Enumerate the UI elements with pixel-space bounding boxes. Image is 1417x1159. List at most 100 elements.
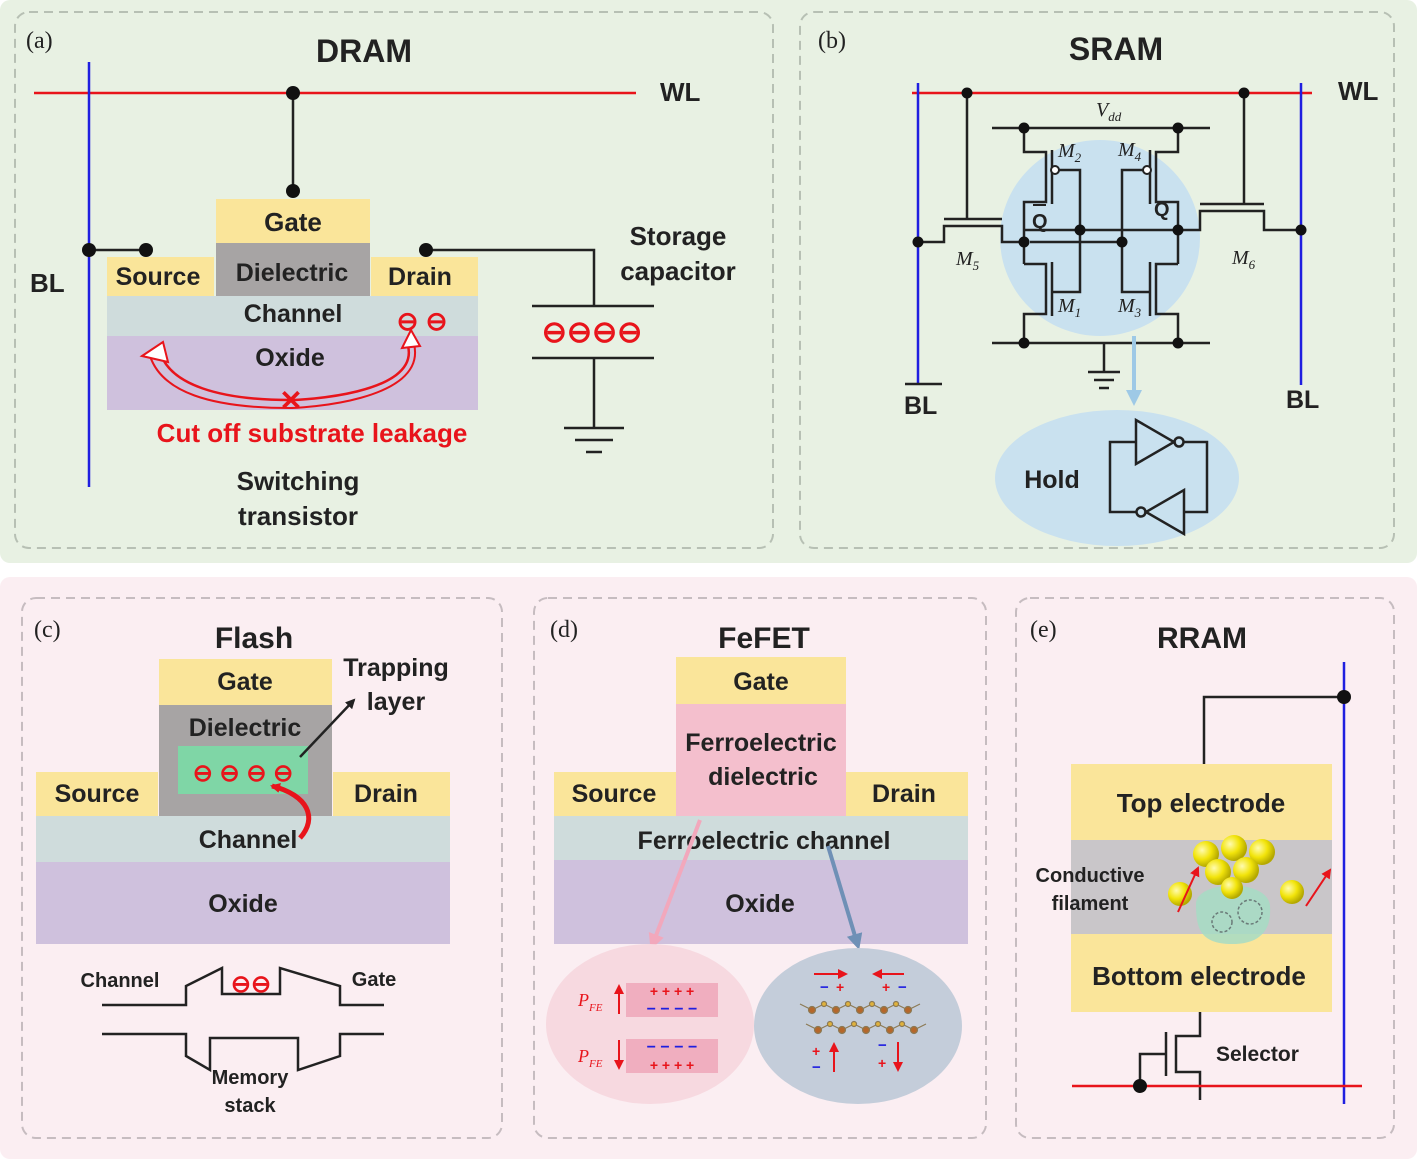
lattice-plus-left: + — [836, 979, 844, 995]
panel-a-frame — [14, 11, 774, 549]
flash-trapped-charges: ⊖ ⊖ ⊖ ⊖ — [193, 760, 293, 787]
metal-ions — [1168, 835, 1304, 906]
panel-e-frame — [1015, 597, 1395, 1139]
dram-channel — [107, 296, 478, 336]
trapping-pointer — [299, 698, 356, 758]
fefet-oxide-label: Oxide — [725, 890, 795, 918]
drain-node — [419, 243, 433, 257]
flash-source — [36, 772, 158, 816]
dram-bl-label: BL — [30, 268, 65, 298]
stack-charges: ⊖⊖ — [231, 971, 271, 998]
capacitor-charges: ⊖⊖⊖⊖ — [542, 316, 643, 349]
flash-trapping-layer — [178, 746, 308, 794]
m2-label: M2 — [1057, 140, 1082, 165]
switching-label-2: transistor — [238, 501, 358, 531]
pfe-down-label: PFE — [577, 1046, 603, 1070]
pfe-up-minus: − − − − — [647, 1001, 698, 1018]
fefet-gate — [676, 657, 846, 704]
drain-wire — [426, 248, 596, 305]
flash-dielectric-label: Dielectric — [189, 714, 302, 742]
dram-dielectric — [216, 243, 370, 296]
m1-label: M1 — [1057, 295, 1081, 320]
fefet-channel-label: Ferroelectric channel — [638, 827, 891, 855]
sram-title: SRAM — [1069, 31, 1163, 67]
ground-icon — [564, 426, 624, 454]
m3-label: M3 — [1117, 295, 1142, 320]
pfe-up-plus: + + + + — [650, 983, 694, 999]
fefet-drain-label: Drain — [872, 780, 936, 808]
lattice-plus-bl: + — [812, 1043, 820, 1059]
rram-top-wire — [1202, 695, 1344, 764]
flash-channel — [36, 816, 450, 862]
panel-d-label: (d) — [550, 617, 578, 643]
leakage-label: Cut off substrate leakage — [157, 418, 468, 448]
panel-a-dram: (a) DRAM WL BL Gate Source Dielectric Dr… — [26, 28, 736, 531]
cf-label-1: Conductive — [1036, 865, 1145, 887]
lattice-plus-right: + — [882, 979, 890, 995]
vdd-label: Vdd — [1096, 99, 1122, 124]
rram-bottom-electrode — [1071, 934, 1332, 1012]
flash-source-label: Source — [55, 780, 140, 808]
dram-source-label: Source — [116, 263, 201, 291]
rram-title: RRAM — [1157, 622, 1247, 655]
trapping-label-1: Trapping — [343, 654, 449, 682]
m5-label: M5 — [955, 248, 980, 273]
ion-arrow-left — [1177, 866, 1200, 913]
rram-top-electrode — [1071, 764, 1332, 840]
bl-node — [82, 243, 96, 257]
panel-e-rram: (e) RRAM Top electrode Bottom electrode … — [1030, 617, 1362, 1104]
panel-d-fefet: (d) FeFET Gate Ferroelectric dielectric … — [546, 617, 968, 1104]
dielectric-callout-arrow — [648, 819, 702, 950]
sram-blbar-label: BL — [904, 392, 937, 420]
rram-top-label: Top electrode — [1117, 788, 1286, 818]
storage-label-2: capacitor — [620, 256, 736, 286]
fefet-oxide — [554, 860, 968, 944]
gate-node — [286, 184, 300, 198]
flash-oxide — [36, 862, 450, 944]
dram-gate — [216, 199, 370, 243]
flash-oxide-label: Oxide — [208, 890, 278, 918]
hold-label: Hold — [1024, 466, 1080, 494]
inverter-loop-icon — [1108, 417, 1209, 537]
selector-transistor-icon — [1138, 1012, 1202, 1100]
sram-transistors — [918, 93, 1301, 343]
sram-bl-label: BL — [1286, 386, 1319, 414]
lattice-minus-br: − — [878, 1037, 887, 1054]
memory-label-1: Memory — [212, 1067, 290, 1089]
qbar-label: Q — [1032, 211, 1048, 233]
m4-label: M4 — [1117, 139, 1142, 164]
panel-c-label: (c) — [34, 617, 61, 643]
storage-label-1: Storage — [630, 221, 727, 251]
panel-a-label: (a) — [26, 28, 53, 54]
source-node — [139, 243, 153, 257]
pfe-down-minus: − − − − — [647, 1039, 698, 1056]
fefet-title: FeFET — [718, 622, 810, 655]
flash-drain — [333, 772, 450, 816]
pfe-up-label: PFE — [577, 990, 603, 1014]
m6-label: M6 — [1231, 247, 1256, 272]
pfe-down-plus: + + + + — [650, 1057, 694, 1073]
dram-source — [107, 257, 214, 296]
panel-b-label: (b) — [818, 28, 846, 54]
polarization-bubble — [546, 944, 754, 1104]
dram-drain-label: Drain — [388, 263, 452, 291]
leakage-arrow — [158, 345, 410, 402]
hold-bubble — [995, 410, 1239, 546]
dram-drain — [371, 257, 478, 296]
latch-highlight — [1000, 140, 1200, 336]
fefet-drain — [846, 772, 968, 816]
fefet-gate-label: Gate — [733, 668, 789, 696]
trapping-label-2: layer — [367, 688, 426, 716]
lattice-minus-left: − — [820, 979, 829, 996]
rram-bottom-label: Bottom electrode — [1092, 961, 1306, 991]
panel-e-label: (e) — [1030, 617, 1057, 643]
rram-bl-node — [1337, 690, 1351, 704]
ion-arrow-right — [1305, 868, 1332, 907]
flash-gate — [159, 659, 332, 705]
dram-wl-label: WL — [660, 77, 701, 107]
dram-gate-label: Gate — [264, 207, 322, 237]
panel-c-frame — [21, 597, 503, 1139]
channel-callout-arrow — [826, 845, 863, 950]
flash-drain-label: Drain — [354, 780, 418, 808]
